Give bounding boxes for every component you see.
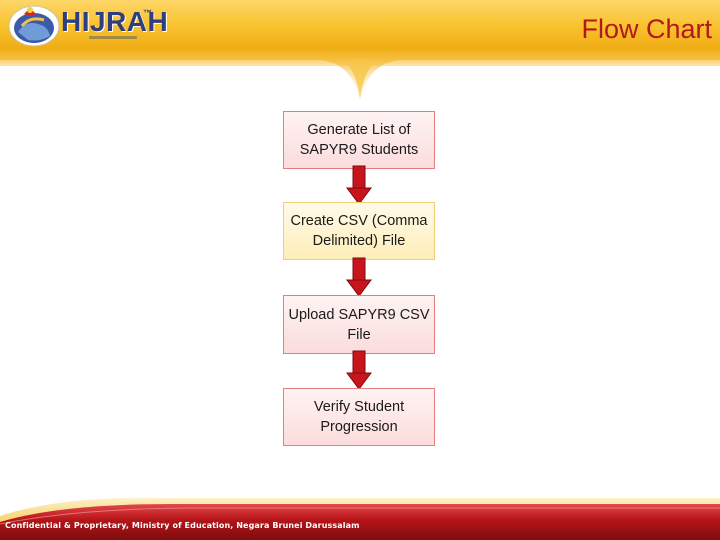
logo-trademark: ™: [143, 8, 152, 18]
hijrah-logo: HIJRAH ™: [4, 2, 168, 48]
flow-step-verify-progression: Verify Student Progression: [283, 388, 435, 446]
globe-emblem-icon: [8, 5, 60, 47]
footer-band: [0, 497, 720, 540]
logo-wordmark: HIJRAH: [61, 6, 169, 37]
down-arrow-icon: [346, 350, 372, 390]
down-arrow-icon: [346, 257, 372, 297]
logo-tagline: [89, 36, 137, 39]
flow-step-generate-list: Generate List of SAPYR9 Students: [283, 111, 435, 169]
flow-step-upload-csv: Upload SAPYR9 CSV File: [283, 295, 435, 354]
header-notch-shape: [0, 52, 720, 100]
down-arrow-icon: [346, 165, 372, 205]
flow-step-create-csv: Create CSV (Comma Delimited) File: [283, 202, 435, 260]
page-title: Flow Chart: [581, 14, 712, 44]
footer-confidential-text: Confidential & Proprietary, Ministry of …: [5, 521, 360, 530]
